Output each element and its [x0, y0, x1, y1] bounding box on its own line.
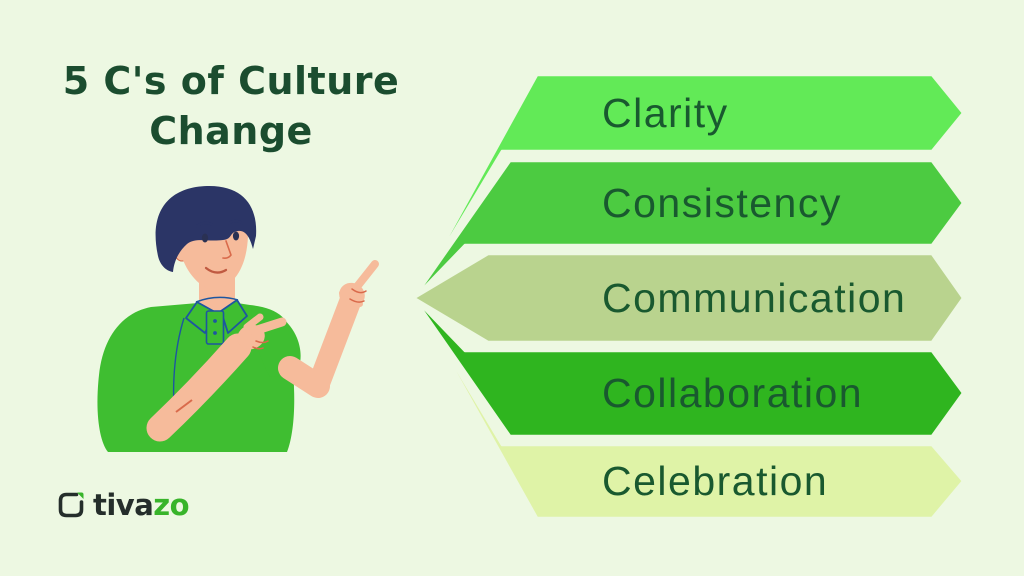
person-mouth [204, 266, 228, 274]
banner-arrow-celebration [412, 296, 965, 520]
page-title-line2: Change [149, 109, 313, 153]
person-elbow-crease [175, 399, 193, 413]
banner-label-celebration: Celebration [602, 458, 829, 504]
person-left-index-finger [249, 317, 287, 336]
banner-arrow-communication [412, 252, 965, 344]
page-title: 5 C's of Culture Change [40, 56, 422, 156]
person-right-thumb [339, 290, 363, 308]
person-left-forearm [146, 333, 252, 442]
person-placket [205, 310, 225, 345]
brand-wordmark: tivazo [93, 488, 190, 522]
person-button [213, 331, 217, 335]
banner-label-collaboration: Collaboration [602, 370, 864, 416]
person-hair [155, 185, 257, 272]
person-collar-back [195, 296, 239, 303]
person-nose [222, 240, 232, 259]
person-button [213, 319, 217, 323]
banner-arrow-collaboration [412, 296, 965, 438]
page-title-line1: 5 C's of Culture [62, 59, 400, 103]
banner-arrow-clarity [412, 73, 965, 300]
banner-label-communication: Communication [602, 274, 907, 321]
banner-arrow-consistency [412, 159, 965, 300]
logo-box-outline [58, 492, 84, 518]
person-collar-right [220, 299, 248, 334]
person-eyebrows [195, 219, 244, 228]
tivazo-logo-mark-icon [58, 492, 84, 518]
person-left-knuckles [252, 340, 269, 350]
banner-label-consistency: Consistency [602, 179, 842, 226]
banner-label-clarity: Clarity [602, 89, 729, 136]
person-left-thumb [243, 313, 264, 331]
brand-wordmark-suffix: zo [153, 488, 190, 522]
person-right-index-finger [352, 260, 379, 292]
brand-wordmark-prefix: tiva [93, 488, 154, 522]
person-eye [232, 231, 240, 241]
brand-logo: tivazo [57, 488, 190, 522]
logo-leaf-mark [77, 492, 84, 499]
person-right-forearm [307, 291, 361, 397]
person-right-knuckles [349, 288, 367, 303]
person-eye [201, 233, 209, 243]
